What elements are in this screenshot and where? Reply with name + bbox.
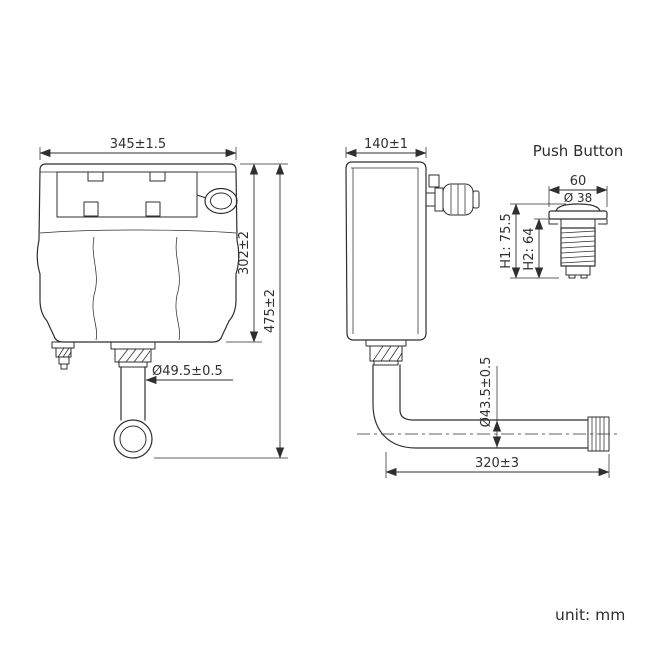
dim-side-depth: 140±1 [345,137,427,158]
button-body [548,203,608,279]
front-view: 345±1.5 302±2 475±2 Ø49.5±0.5 [36,137,288,459]
unit-label: unit: mm [555,606,625,624]
dim-front-body-height-label: 302±2 [237,231,252,275]
dim-pipe-diameter: Ø43.5±0.5 [479,357,502,448]
dim-button-h2: H2: 64 [522,218,549,279]
dim-front-body-height: 302±2 [226,163,288,343]
push-button-title: Push Button [533,142,624,160]
dim-outlet-diameter: Ø49.5±0.5 [145,364,233,385]
dim-button-width: 60 [548,174,608,207]
outlet-fitting-side [365,339,407,366]
dim-button-h2-label: H2: 64 [522,227,537,270]
cistern-lid [56,171,198,218]
inlet-fitting [51,341,75,370]
fill-valve [425,174,480,216]
dim-front-width-label: 345±1.5 [110,137,166,152]
push-button-view: Push Button 60 Ø 38 H1: 75.5 H2: 64 [499,142,624,279]
dim-front-total-height: 475±2 [154,163,288,459]
dim-side-depth-label: 140±1 [364,137,408,152]
dim-button-cap-diameter-label: Ø 38 [564,191,593,205]
side-view: 140±1 Ø43.5±0.5 320±3 [345,137,621,478]
push-button-port [196,187,238,215]
dim-button-h1: H1: 75.5 [499,203,566,279]
dim-pipe-length-label: 320±3 [475,456,519,471]
flush-pipe [357,364,621,452]
cistern-front-body [36,163,240,343]
dim-button-width-label: 60 [570,174,587,189]
dim-button-h1-label: H1: 75.5 [499,213,514,269]
cistern-side-body [345,161,427,341]
dim-front-total-height-label: 475±2 [263,289,278,333]
flush-elbow-front [113,366,153,459]
dim-pipe-length: 320±3 [385,452,610,478]
dim-front-width: 345±1.5 [39,137,237,160]
dim-outlet-diameter-label: Ø49.5±0.5 [152,364,223,379]
outlet-fitting-front [110,341,156,368]
dim-pipe-diameter-label: Ø43.5±0.5 [479,357,494,428]
